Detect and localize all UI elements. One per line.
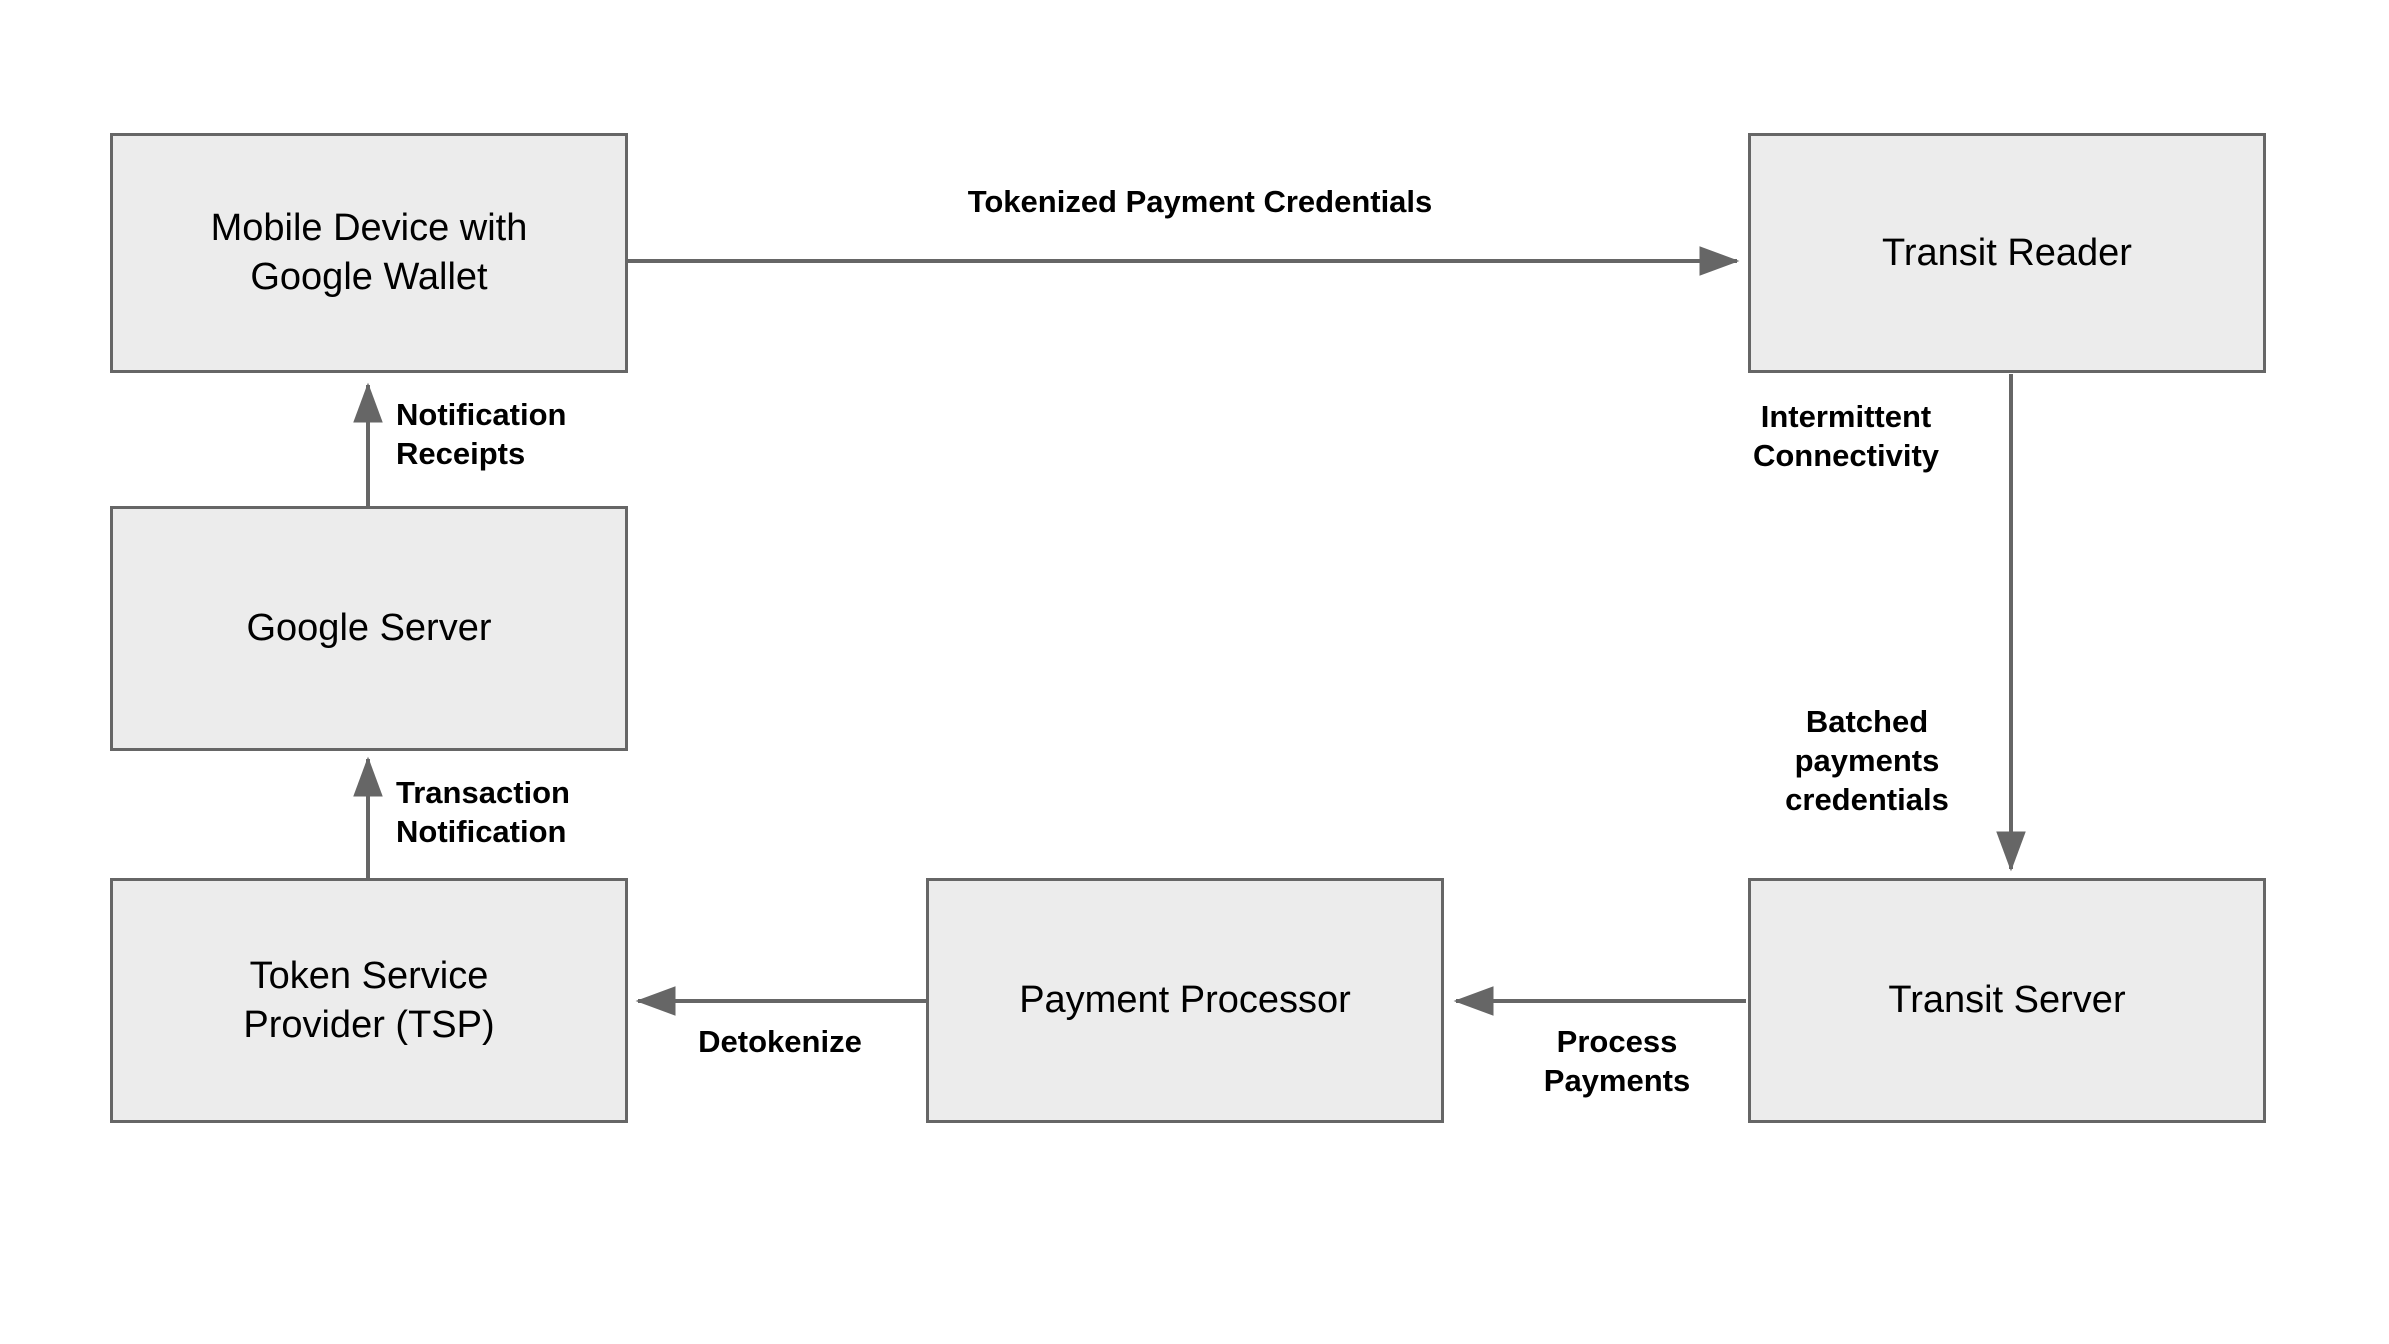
node-token-service-provider-label: Token Service Provider (TSP) (243, 954, 495, 1046)
node-mobile-device-label: Mobile Device with Google Wallet (210, 207, 528, 298)
edge-label-notification-receipts: Notification Receipts (396, 397, 567, 472)
node-token-service-provider[interactable]: Token Service Provider (TSP) (110, 878, 628, 1123)
edge-label-batched-payments-credentials: Batched payments credentials (1785, 704, 1949, 818)
node-transit-server-label: Transit Server (1888, 979, 2126, 1022)
node-mobile-device[interactable]: Mobile Device with Google Wallet (110, 133, 628, 373)
node-transit-reader[interactable]: Transit Reader (1748, 133, 2266, 373)
node-payment-processor-label: Payment Processor (1019, 979, 1351, 1022)
node-google-server-label: Google Server (246, 607, 492, 650)
edge-label-tokenized-payment-credentials: Tokenized Payment Credentials (967, 184, 1433, 219)
edge-label-transaction-notification: Transaction Notification (396, 775, 570, 850)
node-transit-server[interactable]: Transit Server (1748, 878, 2266, 1123)
edge-label-detokenize: Detokenize (698, 1024, 862, 1059)
node-payment-processor[interactable]: Payment Processor (926, 878, 1444, 1123)
edge-label-process-payments: Process Payments (1543, 1024, 1691, 1099)
edge-label-intermittent-connectivity: Intermittent Connectivity (1752, 399, 1940, 474)
node-google-server[interactable]: Google Server (110, 506, 628, 751)
node-transit-reader-label: Transit Reader (1882, 231, 2132, 274)
